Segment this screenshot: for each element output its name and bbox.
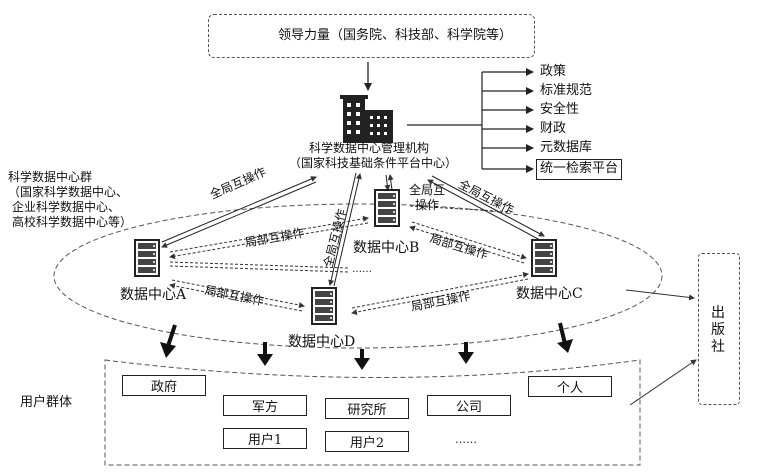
user-box-user1: 用户1: [223, 428, 307, 449]
global-center-label-2: 操作: [415, 198, 440, 212]
users-title: 用户群体: [20, 395, 73, 410]
output-bracket: [407, 68, 534, 173]
output-unified-search: 统一检索平台: [540, 161, 619, 176]
user-box-individual: 个人: [528, 376, 612, 397]
dc-d-label: 数据中心D: [288, 334, 356, 350]
user-box-company: 公司: [427, 395, 511, 416]
user-box-individual-label: 个人: [556, 381, 583, 396]
server-icon-c: [531, 239, 557, 277]
output-finance: 财政: [540, 121, 567, 136]
dc-group-title: 科学数据中心群: [8, 170, 93, 184]
dc-b-label: 数据中心B: [353, 240, 420, 256]
leadership-label: 领导力量（国务院、科技部、科学院等）: [278, 28, 513, 43]
user-box-government-label: 政府: [150, 380, 177, 395]
publisher-char-2: 版: [711, 322, 725, 338]
mgmt-title: 科学数据中心管理机构: [309, 141, 430, 155]
dc-group-sub2: 企业科学数据中心、: [12, 200, 121, 214]
user-box-government: 政府: [122, 375, 206, 396]
dc-group-sub1: （国家科学数据中心、: [8, 185, 129, 199]
links-ellipsis: ……: [352, 264, 372, 275]
mgmt-subtitle: （国家科技基础条件平台中心）: [289, 156, 458, 170]
output-policy: 政策: [540, 64, 567, 79]
user-box-user2: 用户2: [325, 431, 409, 452]
user-box-institute-label: 研究所: [347, 403, 387, 418]
user-box-user1-label: 用户1: [247, 433, 283, 448]
user-box-institute: 研究所: [325, 398, 409, 419]
down-arrows: [160, 322, 573, 370]
users-to-publisher-arrow: [629, 359, 697, 406]
data-center-group-ellipse: [53, 203, 663, 349]
output-metadata-db: 元数据库: [540, 140, 593, 155]
leadership-box: [208, 14, 535, 58]
server-icon-d: [311, 287, 337, 325]
users-ellipsis: ……: [455, 433, 477, 446]
dc-a-label: 数据中心A: [120, 287, 187, 303]
global-center-label-1: 全局互: [409, 183, 446, 197]
user-box-user2-label: 用户2: [349, 436, 385, 451]
user-group-shape: [104, 359, 641, 466]
server-icon-b: [374, 189, 400, 227]
user-box-company-label: 公司: [455, 400, 482, 415]
ellipse-to-publisher-arrow: [625, 289, 695, 301]
dc-c-label: 数据中心C: [516, 286, 583, 302]
output-standards: 标准规范: [540, 83, 593, 98]
publisher-char-1: 出: [711, 305, 725, 321]
publisher-char-3: 社: [711, 339, 725, 355]
local-links: [169, 205, 529, 315]
output-unified-search-box: [536, 159, 622, 180]
output-security: 安全性: [540, 102, 580, 117]
global-links: [161, 172, 545, 287]
dc-group-sub3: 高校科学数据中心等）: [12, 215, 133, 229]
building-icon: [340, 95, 393, 143]
publisher-box: [698, 253, 740, 405]
user-box-military: 军方: [223, 395, 307, 416]
server-icon-a: [134, 239, 160, 277]
user-box-military-label: 军方: [251, 400, 278, 415]
